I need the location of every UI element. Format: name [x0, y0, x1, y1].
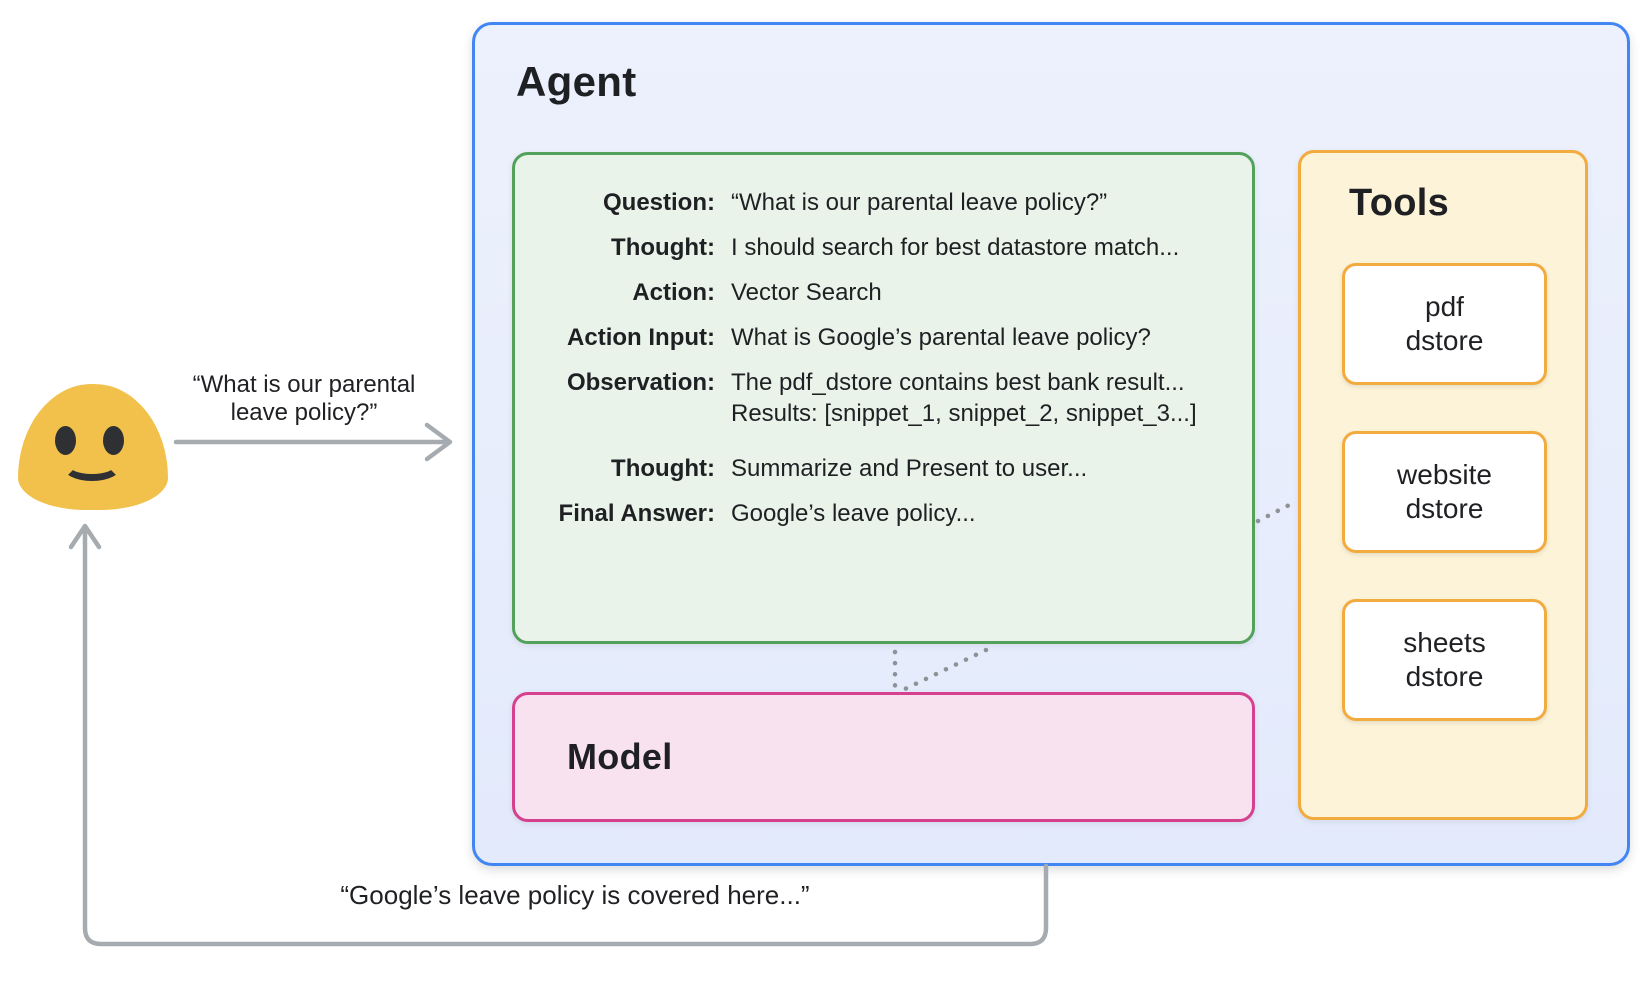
user-blob-emoji-icon — [18, 384, 168, 510]
scratchpad-content: Question: “What is our parental leave po… — [515, 155, 1252, 529]
agent-title: Agent — [516, 58, 637, 105]
model-title: Model — [567, 736, 673, 777]
emoji-left-eye — [55, 426, 76, 455]
row-value: I should search for best datastore match… — [731, 234, 1180, 261]
row-value: The pdf_dstore contains best bank result… — [731, 367, 1234, 429]
tool-website-dstore: website dstore — [1342, 431, 1547, 553]
request-label: “What is our parental leave policy?” — [158, 371, 450, 427]
observation-line-1: The pdf_dstore contains best bank result… — [731, 369, 1185, 396]
row-value: “What is our parental leave policy?” — [731, 189, 1108, 216]
scratchpad-row-question: Question: “What is our parental leave po… — [515, 187, 1234, 218]
response-label: “Google’s leave policy is covered here..… — [340, 880, 810, 910]
tools-panel: Tools pdf dstore website dstore sheets d… — [1298, 150, 1588, 820]
request-arrow — [173, 422, 453, 462]
row-label: Action Input: — [567, 324, 715, 351]
row-label: Thought: — [611, 234, 715, 261]
row-label: Observation: — [566, 369, 715, 396]
emoji-smile — [62, 450, 122, 481]
observation-line-2: Results: [snippet_1, snippet_2, snippet_… — [731, 400, 1197, 427]
row-label: Final Answer: — [558, 500, 715, 527]
tool-label-line: pdf — [1425, 291, 1464, 322]
scratchpad-row-action-input: Action Input: What is Google’s parental … — [515, 322, 1234, 353]
tool-sheets-dstore: sheets dstore — [1342, 599, 1547, 721]
tools-title: Tools — [1349, 182, 1450, 224]
model-box: Model — [512, 692, 1255, 822]
row-value: Google’s leave policy... — [731, 500, 976, 527]
tool-label-line: sheets — [1403, 627, 1486, 658]
tool-label-line: dstore — [1405, 493, 1484, 524]
scratchpad-row-observation: Observation: The pdf_dstore contains bes… — [515, 367, 1234, 429]
tool-label-line: dstore — [1405, 661, 1484, 692]
scratchpad-box: Question: “What is our parental leave po… — [512, 152, 1255, 644]
request-label-line-1: “What is our parental — [192, 371, 416, 398]
row-value: Summarize and Present to user... — [731, 455, 1088, 482]
tool-label-line: dstore — [1405, 325, 1484, 356]
row-value: Vector Search — [731, 279, 882, 306]
scratchpad-row-final-answer: Final Answer: Google’s leave policy... — [515, 498, 1234, 529]
scratchpad-row-thought-1: Thought: I should search for best datast… — [515, 232, 1234, 263]
scratchpad-row-thought-2: Thought: Summarize and Present to user..… — [515, 453, 1234, 484]
scratchpad-row-action: Action: Vector Search — [515, 277, 1234, 308]
emoji-right-eye — [103, 426, 124, 455]
row-label: Action: — [632, 279, 715, 306]
row-label: Question: — [603, 189, 715, 216]
tool-label-line: website — [1397, 459, 1492, 490]
request-label-line-2: leave policy?” — [230, 399, 378, 426]
tool-pdf-dstore: pdf dstore — [1342, 263, 1547, 385]
row-label: Thought: — [611, 455, 715, 482]
row-value: What is Google’s parental leave policy? — [731, 324, 1151, 351]
